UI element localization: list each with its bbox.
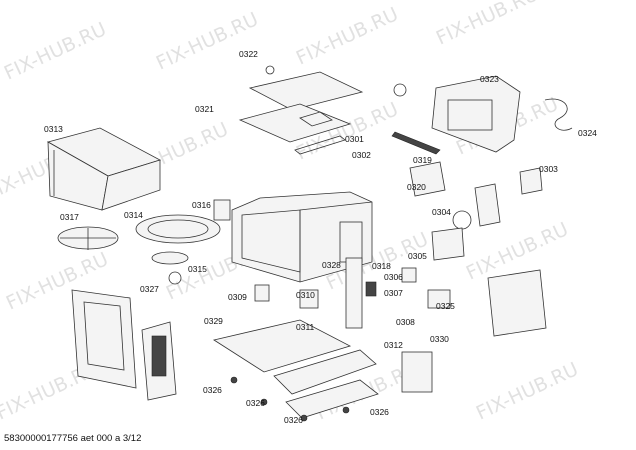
part-label: 0306: [384, 272, 403, 282]
part-label: 0324: [578, 128, 597, 138]
electrical-parts: [254, 161, 547, 393]
part-label: 0313: [44, 124, 63, 134]
part-label: 0326: [203, 385, 222, 395]
part-label: 0318: [372, 261, 391, 271]
part-label: 0322: [239, 49, 258, 59]
part-labels: 0322 0321 0313 0301 0302 0323 0324 0319 …: [44, 49, 597, 425]
watermark: FIX-HUB.RU: [473, 358, 582, 424]
part-label: 0314: [124, 210, 143, 220]
watermark: FIX-HUB.RU: [153, 8, 262, 74]
part-label: 0330: [430, 334, 449, 344]
part-label: 0311: [296, 322, 315, 332]
door: [71, 289, 177, 401]
part-label: 0320: [407, 182, 426, 192]
part-label: 0327: [140, 284, 159, 294]
part-label: 0321: [195, 104, 214, 114]
part-label: 0304: [432, 207, 451, 217]
part-label: 0323: [480, 74, 499, 84]
oven-cavity: [213, 191, 373, 283]
part-label: 0317: [60, 212, 79, 222]
watermark: FIX-HUB.RU: [293, 3, 402, 69]
part-label: 0326: [284, 415, 303, 425]
part-label: 0328: [322, 260, 341, 270]
part-label: 0302: [352, 150, 371, 160]
bracket-0323: [431, 75, 521, 153]
watermark: FIX-HUB.RU: [433, 0, 542, 50]
turntable: [57, 214, 221, 285]
part-label: 0329: [204, 316, 223, 326]
part-label: 0308: [396, 317, 415, 327]
part-label: 0326: [246, 398, 265, 408]
part-label: 0312: [384, 340, 403, 350]
footer-caption: 58300000177756 aet 000 a 3/12: [4, 433, 142, 444]
part-label: 0325: [436, 301, 455, 311]
part-label: 0309: [228, 292, 247, 302]
watermark: FIX-HUB.RU: [1, 18, 110, 84]
part-label: 0307: [384, 288, 403, 298]
part-label: 0315: [188, 264, 207, 274]
part-label: 0319: [413, 155, 432, 165]
part-label: 0303: [539, 164, 558, 174]
part-label: 0305: [408, 251, 427, 261]
power-cable: [544, 98, 573, 131]
part-label: 0326: [370, 407, 389, 417]
base-plates: [212, 319, 379, 422]
cover-plates: [238, 65, 441, 155]
part-label: 0301: [345, 134, 364, 144]
part-label: 0310: [296, 290, 315, 300]
outer-case: [46, 127, 162, 211]
part-label: 0316: [192, 200, 211, 210]
